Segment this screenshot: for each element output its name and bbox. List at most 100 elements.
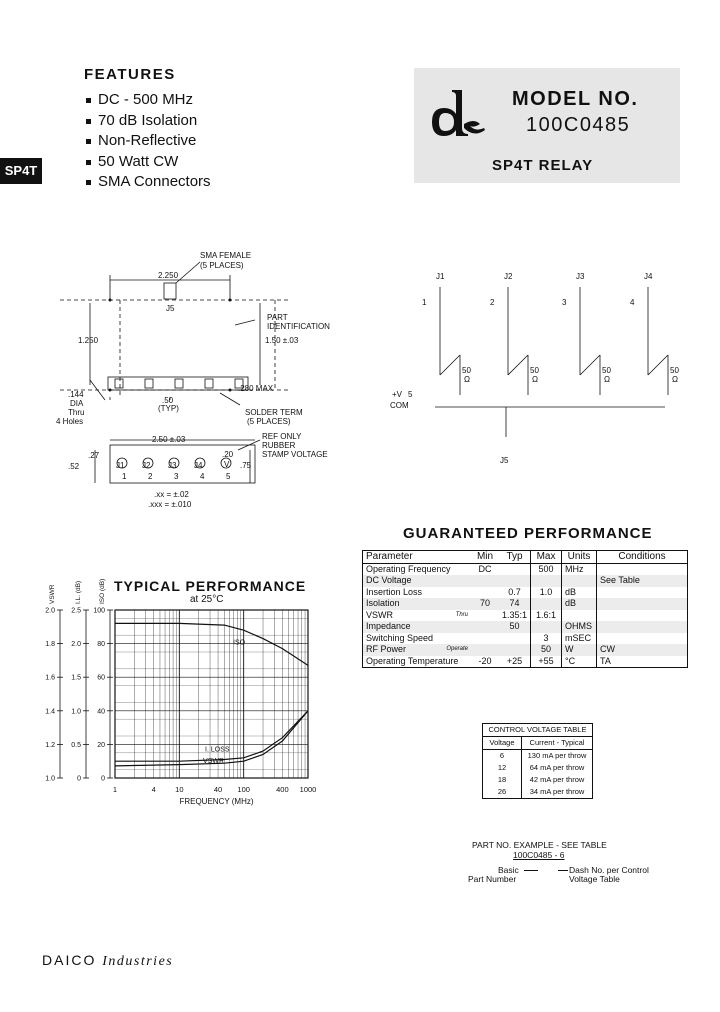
- param-units: OHMS: [561, 621, 597, 633]
- ohm-1: 50: [462, 366, 471, 375]
- daico-logo: [432, 90, 485, 136]
- x-tick-label: 1: [113, 785, 117, 794]
- param-note: Operate: [446, 646, 468, 652]
- x-tick-label: 100: [237, 785, 250, 794]
- guaranteed-title: GUARANTEED PERFORMANCE: [403, 525, 653, 542]
- label-dim-27: .27: [88, 451, 100, 460]
- param-name-text: Operating Temperature: [366, 655, 459, 666]
- col-typ: Typ: [499, 550, 531, 564]
- param-name: Operating Frequency: [363, 563, 472, 575]
- features-title: FEATURES: [84, 66, 176, 83]
- x-tick-label: 40: [214, 785, 222, 794]
- cv-current: 42 mA per throw: [529, 775, 585, 784]
- label-dia-2: DIA: [70, 399, 84, 408]
- y-tick-label: 2.0: [45, 608, 55, 615]
- ohm-sym-3: Ω: [604, 375, 610, 384]
- cv-col-current: Current - Typical: [521, 736, 593, 750]
- ohm-sym-1: Ω: [464, 375, 470, 384]
- section-tab: SP4T: [0, 158, 42, 184]
- param-units: dB: [561, 598, 597, 610]
- param-units-text: °C: [565, 655, 576, 666]
- param-min: [471, 621, 499, 633]
- param-units-text: MHz: [565, 563, 584, 574]
- footer-brand: DAICO Industries: [42, 952, 173, 970]
- param-conditions: See Table: [596, 575, 688, 587]
- param-typ: 50: [499, 621, 531, 633]
- control-voltage-table: CONTROL VOLTAGE TABLE Voltage Current - …: [482, 723, 593, 799]
- label-tol-2: .xxx = ±.010: [148, 500, 192, 509]
- label-j3: J3: [168, 461, 177, 470]
- y-tick-label: 60: [97, 675, 105, 682]
- label-dia-3: Thru: [68, 408, 84, 417]
- param-units: MHz: [561, 563, 597, 575]
- cv-current: 64 mA per throw: [529, 763, 585, 772]
- label-part-id-2: IDENTIFICATION: [267, 322, 330, 331]
- ohm-sym-4: Ω: [672, 375, 678, 384]
- y-axis-label: VSWR: [49, 584, 56, 604]
- param-conditions: [596, 598, 688, 610]
- param-units-text: dB: [565, 598, 577, 608]
- col-max: Max: [530, 550, 562, 564]
- param-max-text: 500: [538, 563, 554, 574]
- com-label: COM: [390, 401, 409, 410]
- param-name: Operating Temperature: [363, 656, 472, 668]
- port-j2: J2: [504, 272, 513, 281]
- footer-brand-suffix: Industries: [102, 954, 174, 969]
- label-solder-1: SOLDER TERM: [245, 408, 303, 417]
- label-dim-52: .52: [68, 462, 80, 471]
- param-max-text: 50: [541, 644, 552, 654]
- label-dia-4: 4 Holes: [56, 417, 83, 426]
- feature-item: DC - 500 MHz: [86, 90, 211, 111]
- param-units: [561, 609, 597, 621]
- param-units-text: OHMS: [565, 621, 593, 631]
- param-units: W: [561, 644, 597, 656]
- param-max: 1.0: [530, 586, 562, 598]
- param-name-text: DC Voltage: [366, 575, 412, 585]
- param-units-text: mSEC: [565, 632, 592, 643]
- param-name-text: Isolation: [366, 598, 400, 608]
- param-max: 1.6:1: [530, 609, 562, 621]
- param-typ: [499, 575, 531, 587]
- y-tick-label: 20: [97, 742, 105, 749]
- param-conditions-text: CW: [600, 644, 616, 654]
- label-pin-2: 2: [148, 472, 153, 481]
- series-label: VSWR: [203, 758, 224, 765]
- model-number: 100C0485: [526, 114, 631, 136]
- pin-4: 4: [630, 298, 635, 307]
- label-part-id-1: PART: [267, 313, 288, 322]
- label-pin-1: 1: [122, 472, 127, 481]
- param-conditions: TA: [596, 655, 688, 668]
- param-name: RF Power Operate: [362, 644, 471, 656]
- col-min: Min: [471, 550, 499, 564]
- col-parameter: Parameter: [362, 550, 471, 564]
- cv-voltage: 18: [482, 774, 522, 786]
- param-name-text: RF Power: [366, 644, 407, 654]
- param-conditions-text: See Table: [600, 575, 640, 585]
- label-dim-1250: 1.250: [78, 336, 99, 345]
- param-units-text: dB: [565, 586, 577, 597]
- part-example-number: 100C0485 - 6: [513, 850, 565, 860]
- x-axis-label: FREQUENCY (MHz): [179, 797, 253, 806]
- relay-schematic: J1 J2 J3 J4 1 2 3 4 50 50 50 50 Ω Ω Ω Ω …: [390, 272, 679, 465]
- label-dim-250: 2.50 ±.03: [152, 435, 186, 444]
- label-dia-1: .144: [68, 390, 84, 399]
- feature-item: Non-Reflective: [86, 131, 211, 152]
- feature-item: SMA Connectors: [86, 172, 211, 193]
- y-tick-label: 1.0: [45, 776, 55, 783]
- param-min: 70: [471, 598, 499, 610]
- param-typ: [499, 633, 531, 645]
- param-name-text: Operating Frequency: [366, 563, 451, 574]
- x-tick-label: 400: [276, 785, 289, 794]
- ohm-sym-2: Ω: [532, 375, 538, 384]
- features-list: DC - 500 MHz 70 dB Isolation Non-Reflect…: [86, 90, 211, 193]
- model-type: SP4T RELAY: [492, 157, 594, 174]
- series-label: I. LOSS: [205, 746, 230, 753]
- y-tick-label: 1.2: [45, 742, 55, 749]
- series-label: ISO: [233, 640, 246, 647]
- x-tick-label: 1000: [300, 785, 317, 794]
